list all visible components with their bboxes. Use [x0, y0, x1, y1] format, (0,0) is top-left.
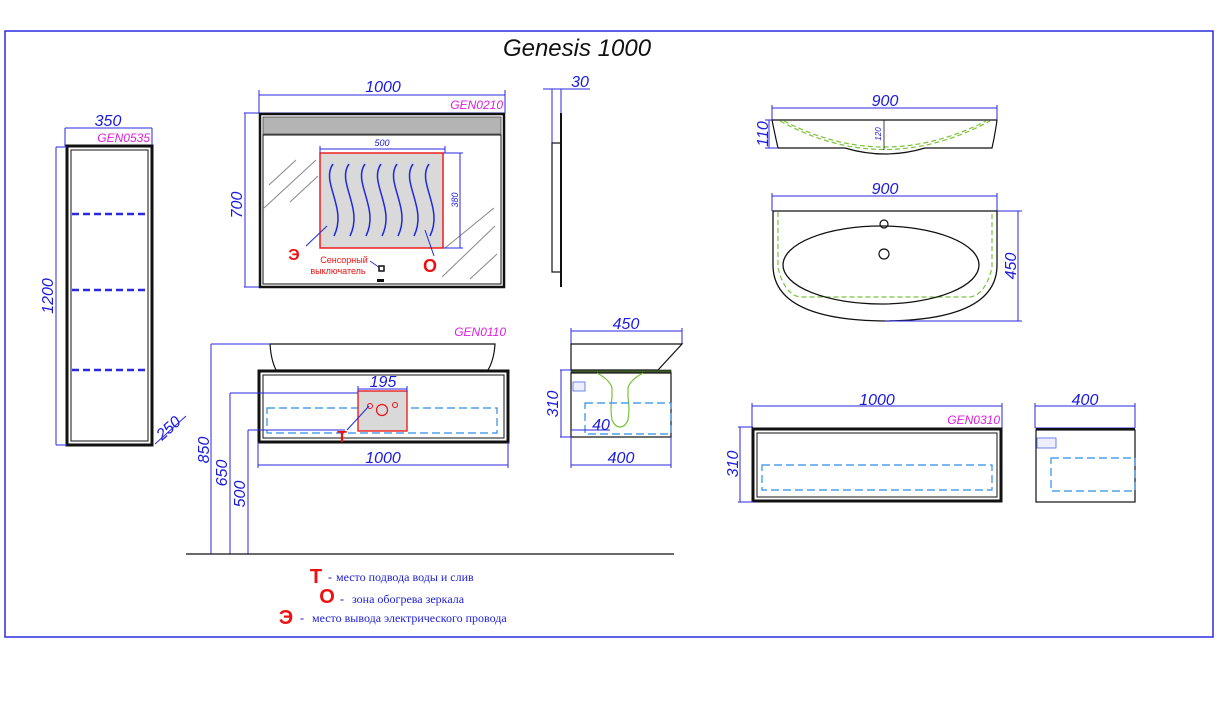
legend-text: -место подвода воды и слив: [328, 570, 474, 584]
vanity-total-height-label: 850: [196, 437, 213, 464]
basin-top-view: 900 450: [771, 181, 1022, 322]
heated-zone-height-label: 380: [450, 192, 460, 207]
switch-label-1: Сенсорный: [320, 255, 368, 265]
mirror-height-label: 700: [229, 192, 246, 219]
column-height-label: 1200: [40, 278, 57, 314]
glare-lines: [263, 159, 498, 280]
legend-text: -зона обогрева зеркала: [340, 592, 465, 606]
legend-symbol: О: [319, 586, 335, 608]
switch-connector-icon: [377, 279, 384, 282]
mirror-code: GEN0210: [450, 98, 503, 112]
basin-section-outline: [771, 119, 998, 155]
vanity-side-body-depth-label: 400: [608, 450, 635, 467]
mirror-depth-label: 30: [571, 74, 589, 91]
drawing-title: Genesis 1000: [503, 35, 652, 62]
marker-e: Э: [288, 247, 299, 264]
wall-cabinet-code: GEN0310: [947, 413, 1000, 427]
switch-label-2: выключатель: [310, 266, 366, 276]
vessel-side: [570, 343, 684, 371]
wall-cabinet-front-view: 1000 GEN0310 310: [725, 392, 1003, 503]
vanity-code: GEN0110: [454, 325, 506, 339]
legend-text: -место вывода электрического провода: [300, 611, 507, 625]
vanity-side-height-label: 310: [545, 391, 562, 418]
basin-bowl: [782, 225, 980, 305]
basin-top-depth-label: 450: [1003, 253, 1020, 280]
basin-section-view: 900 120 110: [755, 93, 998, 155]
siphon: [596, 372, 644, 428]
marker-o: О: [423, 256, 437, 276]
basin-top-width-label: 900: [872, 181, 899, 198]
vanity-width-label: 1000: [365, 450, 401, 467]
vessel-basin: [269, 343, 496, 371]
legend-symbol: Т: [310, 566, 322, 588]
vanity-500-label: 500: [232, 481, 249, 508]
legend: Т -место подвода воды и слив О -зона обо…: [279, 566, 507, 629]
wall-cabinet-side-view: 400: [1034, 392, 1136, 503]
mirror-width-label: 1000: [365, 79, 401, 96]
hinge-icon: [1036, 437, 1057, 449]
mirror-side-view: 30: [543, 74, 590, 287]
basin-section-height-label: 110: [755, 121, 772, 147]
wall-cabinet-height-label: 310: [725, 451, 742, 478]
legend-symbol: Э: [279, 607, 293, 629]
heated-zone: [319, 152, 444, 249]
wall-cabinet-side-drawer: [1050, 457, 1136, 492]
drawer-side-outline: [584, 402, 672, 435]
column-depth-label: 250: [153, 413, 185, 444]
plumbing-zone: [357, 390, 408, 432]
column-code: GEN0535: [97, 131, 150, 145]
hinge-icon: [572, 381, 586, 392]
vanity-side-offset-label: 40: [592, 417, 610, 434]
marker-t: Т: [337, 429, 347, 446]
vanity-side-top-depth-label: 450: [613, 316, 640, 333]
vanity-650-label: 650: [214, 460, 231, 487]
tap-hole: [878, 248, 890, 260]
mirror-light-strip: [262, 116, 502, 135]
overflow-hole: [879, 219, 889, 229]
heating-waves: [328, 163, 435, 237]
mirror: 1000 GEN0210 700: [229, 79, 506, 289]
touch-switch-icon: [378, 265, 385, 272]
column-cabinet: 350 GEN0535 1200 250: [40, 113, 187, 447]
plumbing-zone-width-label: 195: [370, 374, 397, 391]
column-width-label: 350: [95, 113, 122, 130]
wall-cabinet-depth-label: 400: [1072, 392, 1099, 409]
wall-cabinet-width-label: 1000: [859, 392, 895, 409]
bowl-depth-label: 120: [874, 127, 883, 141]
column-body: [65, 144, 154, 447]
heated-zone-width-label: 500: [374, 138, 389, 148]
vanity-front-view: GEN0110 Т 195 1000 850 650 500: [186, 325, 674, 555]
vanity-side-view: 450 40 310 400: [545, 316, 684, 468]
sheet-frame: [4, 30, 1214, 638]
wall-cabinet-drawer-outline: [761, 464, 993, 491]
basin-section-width-label: 900: [872, 93, 899, 110]
